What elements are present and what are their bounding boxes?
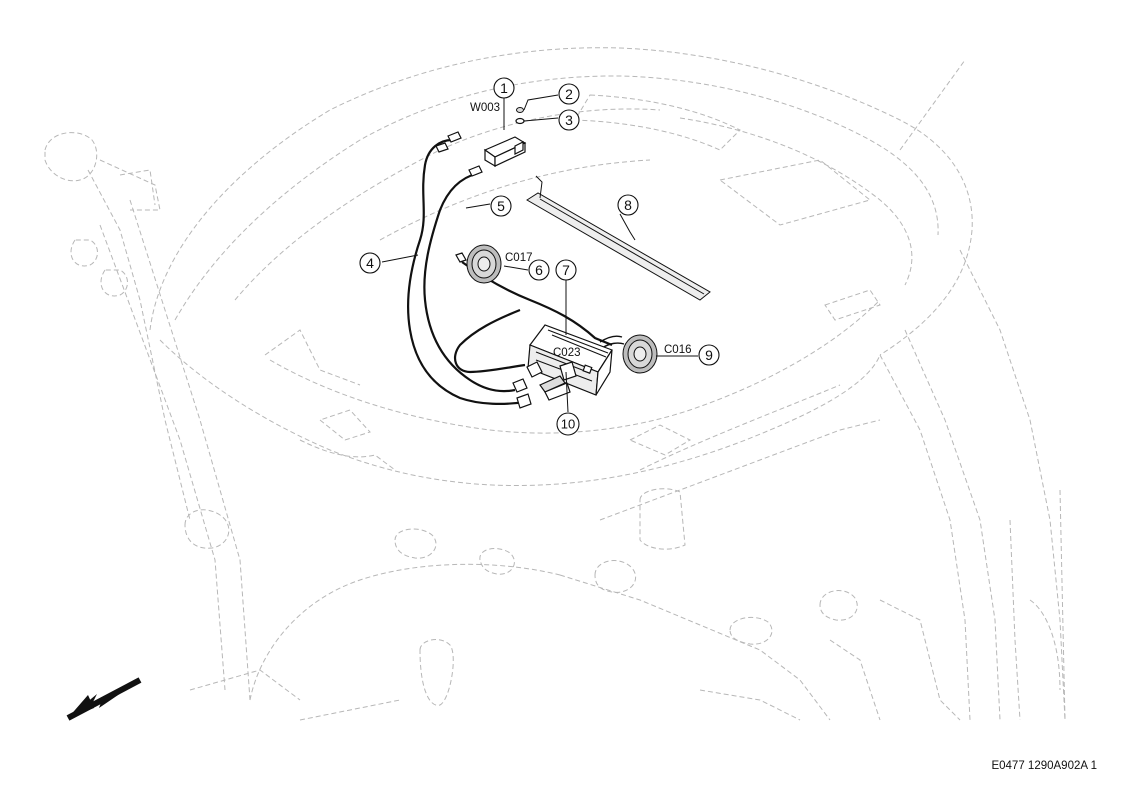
svg-text:3: 3 bbox=[565, 112, 573, 128]
svg-text:7: 7 bbox=[562, 262, 570, 278]
svg-text:2: 2 bbox=[565, 86, 573, 102]
callout-10: 10 bbox=[556, 412, 580, 436]
left-speaker bbox=[455, 244, 502, 284]
svg-text:9: 9 bbox=[705, 347, 713, 363]
svg-text:1: 1 bbox=[500, 80, 508, 96]
cab-ghost-outline bbox=[44, 47, 1066, 721]
connector-label-c016: C016 bbox=[664, 344, 692, 356]
roof-trim-strip bbox=[526, 175, 711, 301]
connector-label-c023: C023 bbox=[553, 347, 581, 359]
svg-text:5: 5 bbox=[497, 198, 505, 214]
callout-7: 7 bbox=[555, 259, 577, 281]
callout-2: 2 bbox=[558, 83, 580, 105]
svg-text:6: 6 bbox=[535, 262, 543, 278]
callout-8: 8 bbox=[617, 194, 639, 216]
nut-and-washer bbox=[515, 107, 525, 125]
connector-label-c017: C017 bbox=[505, 252, 533, 264]
callout-1: 1 bbox=[493, 77, 515, 99]
figure-reference-code: E0477 1290A902A 1 bbox=[991, 760, 1097, 772]
callout-9: 9 bbox=[698, 344, 720, 366]
svg-text:10: 10 bbox=[561, 417, 575, 432]
leader-lines bbox=[381, 94, 698, 357]
forward-direction-arrow-icon bbox=[66, 677, 142, 721]
callout-3: 3 bbox=[558, 109, 580, 131]
mounting-bracket bbox=[559, 361, 577, 413]
right-speaker bbox=[622, 334, 658, 374]
antenna-amplifier bbox=[435, 131, 527, 177]
connector-label-w003: W003 bbox=[470, 102, 500, 114]
svg-text:8: 8 bbox=[624, 197, 632, 213]
svg-text:4: 4 bbox=[366, 255, 374, 271]
callout-6: 6 bbox=[528, 259, 550, 281]
callout-4: 4 bbox=[359, 252, 381, 274]
callout-5: 5 bbox=[490, 195, 512, 217]
